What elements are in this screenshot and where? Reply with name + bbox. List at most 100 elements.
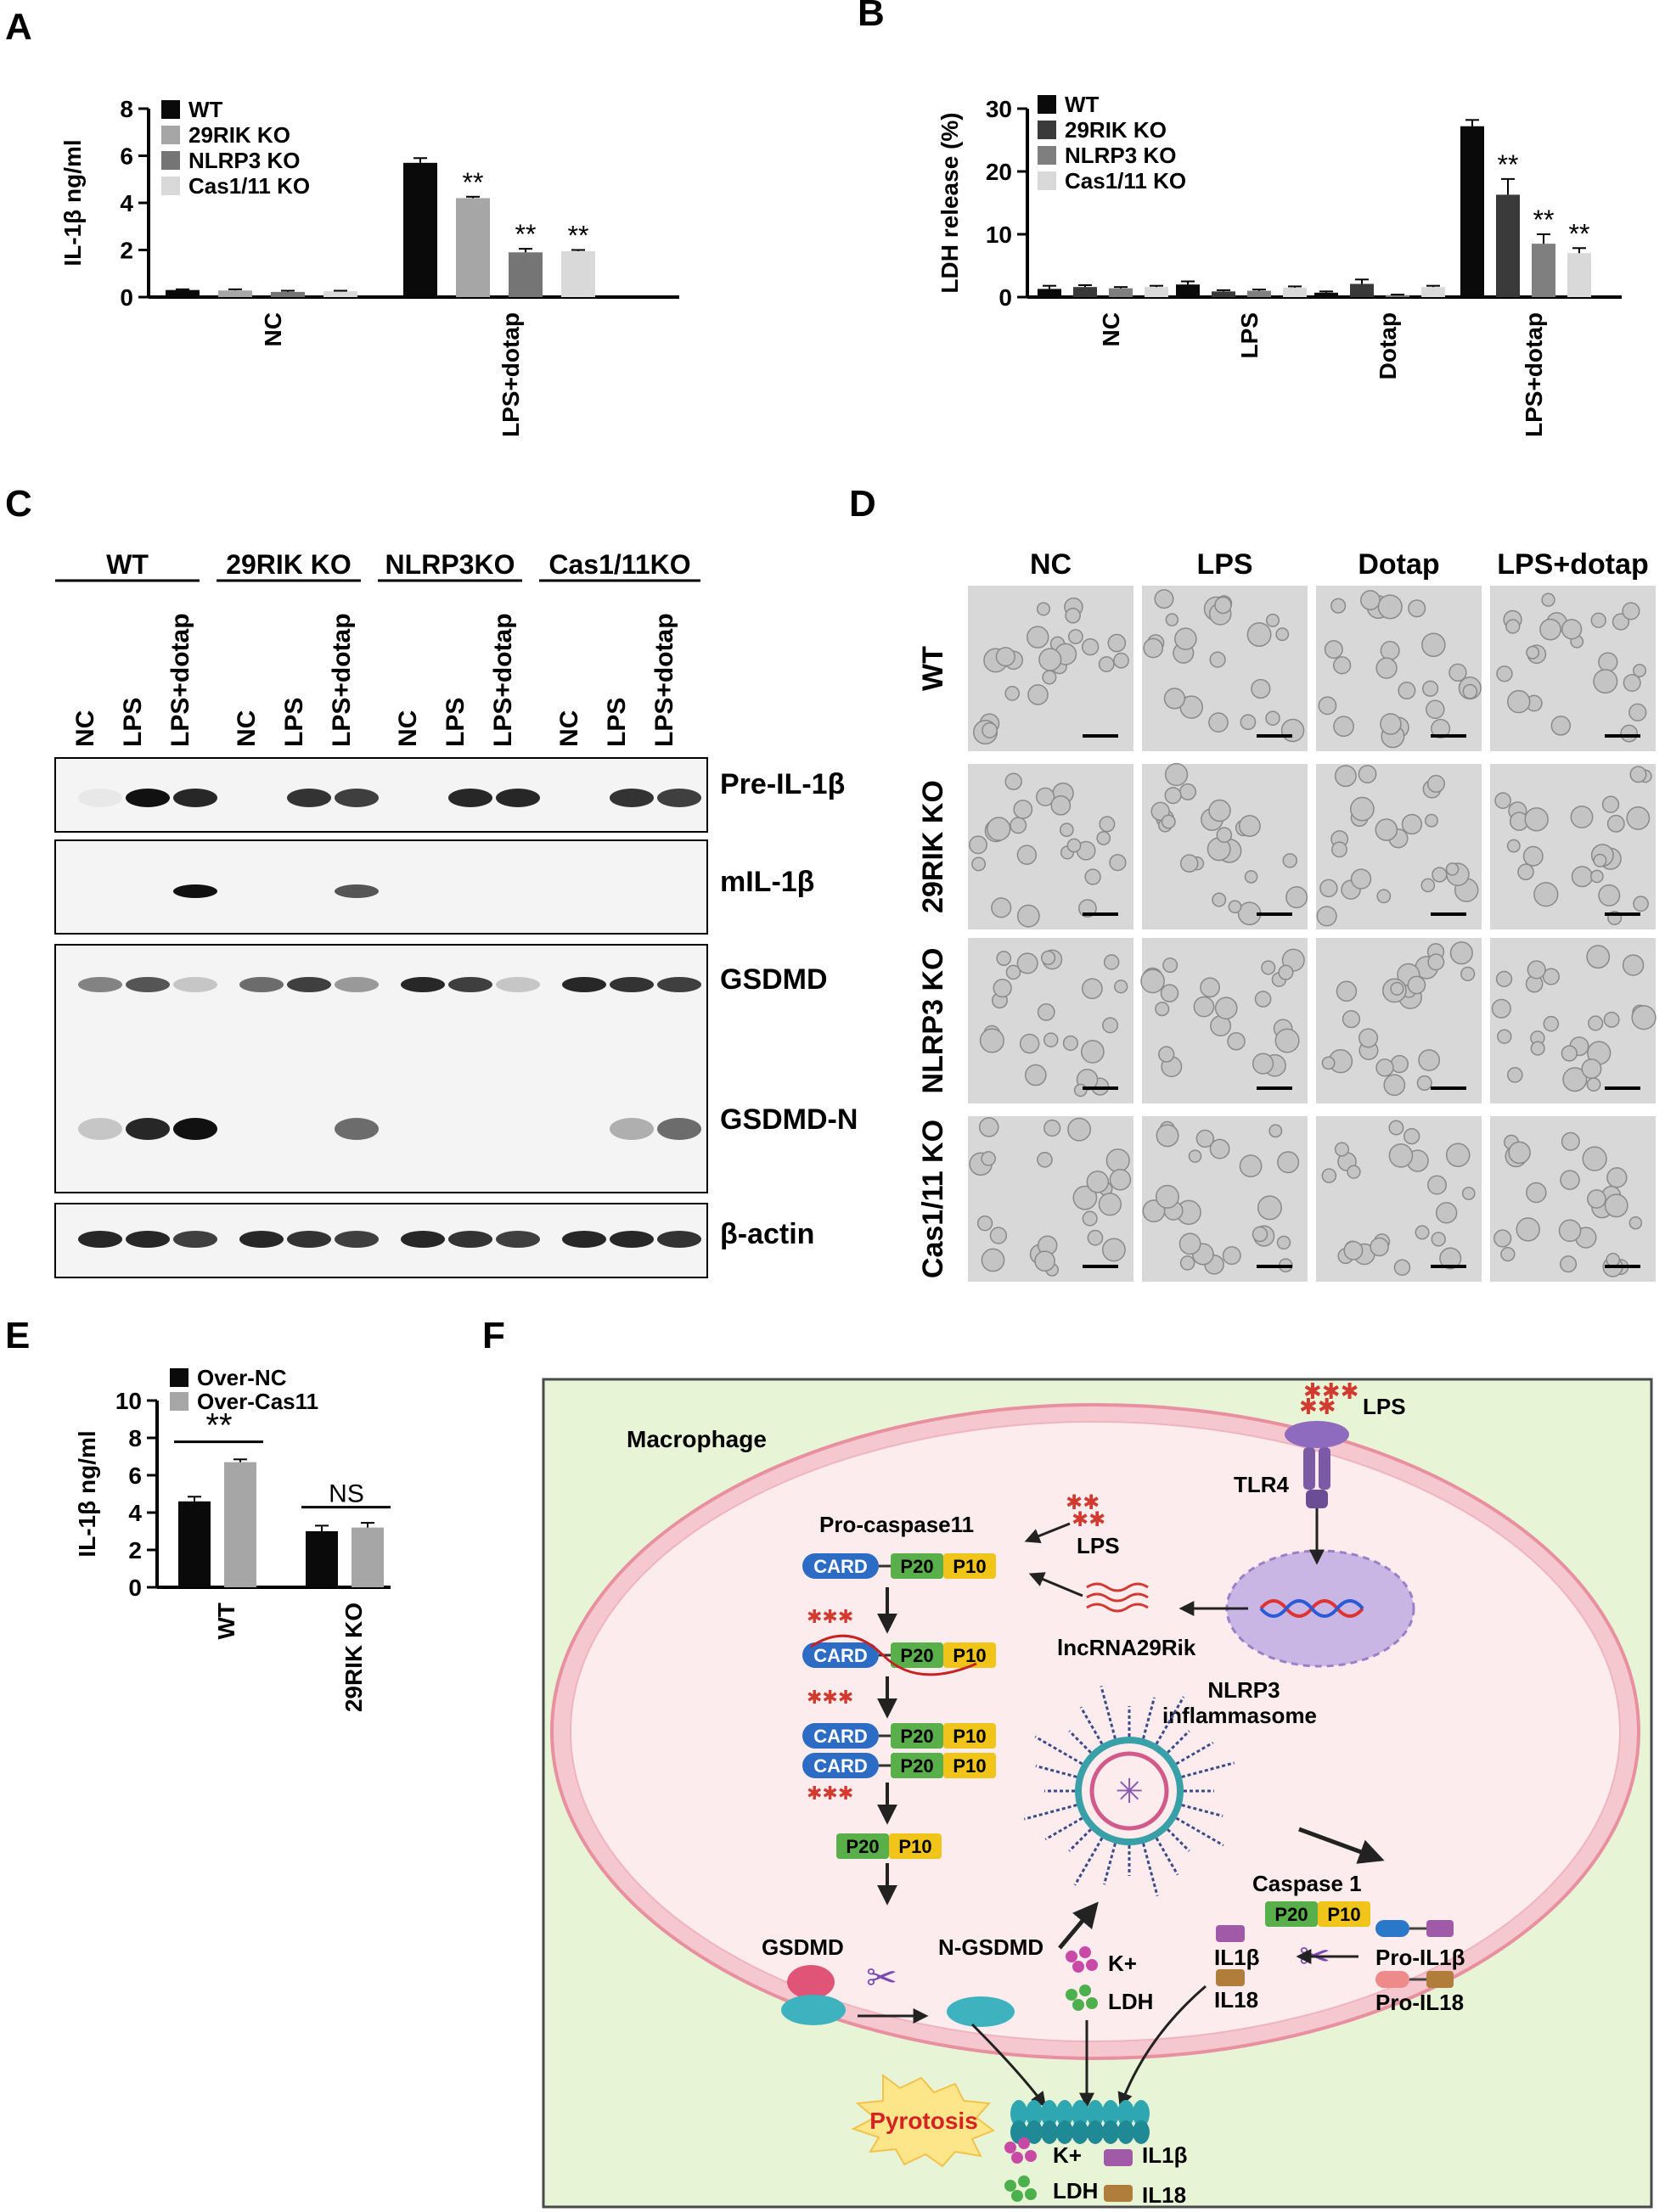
- cell: [1081, 1040, 1105, 1064]
- bar: [1567, 253, 1591, 297]
- dna-icon: [1259, 1599, 1364, 1618]
- cell: [1542, 968, 1560, 985]
- cell: [1227, 1031, 1246, 1051]
- y-axis-label: IL-1β ng/ml: [59, 139, 86, 266]
- bar: [271, 291, 305, 297]
- cell: [1098, 1193, 1122, 1216]
- cell: [1212, 892, 1227, 907]
- x-tick-label: NC: [260, 312, 286, 346]
- k-ion-outer-icon: [1004, 2137, 1037, 2164]
- pore-subunit: [1056, 2100, 1073, 2127]
- blot-band: [335, 1118, 379, 1140]
- cell: [1109, 1168, 1132, 1191]
- cell: [1013, 800, 1033, 819]
- cell: [1370, 1237, 1389, 1257]
- cell: [1432, 867, 1448, 883]
- cell: [1629, 766, 1647, 783]
- bar: [1350, 284, 1374, 297]
- blot-band: [657, 1118, 701, 1140]
- cell: [1375, 818, 1398, 841]
- pore-subunit: [1087, 2120, 1104, 2144]
- blot-band: [610, 1231, 654, 1248]
- bar: [1460, 126, 1484, 297]
- blot-band: [610, 789, 654, 807]
- nlrp3-spoke: [1079, 1706, 1104, 1745]
- cell: [1517, 863, 1534, 881]
- blot-label: GSDMD-N: [720, 1103, 858, 1136]
- cell: [1494, 792, 1511, 810]
- cell: [1073, 1083, 1088, 1098]
- inflammasome-label: inflammasome: [1162, 1703, 1317, 1728]
- p10-label: P10: [953, 1726, 986, 1747]
- cell: [1214, 596, 1232, 615]
- blot-band: [657, 789, 701, 807]
- cell: [1445, 862, 1460, 876]
- x-tick-label: 29RIK KO: [340, 1603, 367, 1712]
- p20-domain: [891, 1553, 943, 1579]
- significance-label: **: [463, 167, 484, 198]
- nlrp3-spoke: [1167, 1828, 1190, 1852]
- cell: [1586, 1077, 1601, 1092]
- cell: [1107, 633, 1127, 653]
- cell: [1109, 854, 1127, 872]
- cell: [1493, 1229, 1512, 1248]
- cell: [1416, 1075, 1432, 1091]
- cell: [1101, 1238, 1126, 1262]
- cell: [1035, 787, 1055, 806]
- legend-swatch: [1038, 121, 1056, 139]
- cell: [1065, 607, 1081, 624]
- cell: [1543, 1015, 1560, 1032]
- cell: [1560, 1255, 1578, 1273]
- cell: [1208, 712, 1229, 733]
- pro-il18-label: Pro-IL18: [1375, 1990, 1464, 2015]
- y-tick-label: 0: [120, 284, 133, 311]
- lane-label: LPS+dotap: [650, 613, 678, 747]
- pro-il18-icon: [1375, 1971, 1454, 1988]
- bar: [1109, 288, 1133, 297]
- blot-band: [496, 977, 540, 992]
- cell: [1278, 964, 1294, 980]
- cell: [1102, 1017, 1119, 1034]
- cell: [1524, 807, 1549, 832]
- cell: [1274, 1028, 1300, 1053]
- cell: [1208, 799, 1231, 822]
- pore-subunit: [1041, 2100, 1058, 2127]
- cell: [1506, 839, 1521, 853]
- cell: [1244, 870, 1258, 884]
- micrograph-column-label: Dotap: [1358, 548, 1439, 581]
- cell: [1027, 626, 1049, 648]
- cell: [1526, 645, 1540, 660]
- p20-label: P20: [846, 1836, 879, 1857]
- cell: [1036, 602, 1051, 616]
- cell: [1588, 1015, 1604, 1031]
- blot-band: [126, 789, 170, 807]
- y-tick-label: 20: [986, 159, 1012, 185]
- cell: [1558, 1219, 1582, 1243]
- cell: [1037, 1002, 1055, 1021]
- y-axis-label: IL-1β ng/ml: [74, 1430, 100, 1557]
- p20-label: P20: [1274, 1904, 1308, 1925]
- cell: [1343, 1240, 1364, 1260]
- cell: [1598, 884, 1621, 907]
- blot-band: [173, 884, 217, 898]
- cell: [1628, 703, 1647, 721]
- cell: [1154, 589, 1174, 609]
- cell: [1268, 1124, 1283, 1138]
- cell: [1418, 1049, 1441, 1071]
- western-group-label: NLRP3KO: [385, 549, 515, 580]
- pore-subunit: [1102, 2120, 1119, 2144]
- cell: [1426, 1175, 1448, 1195]
- cell: [1103, 954, 1120, 970]
- lps-cluster-icon: ✱✱✱: [807, 1606, 853, 1627]
- cell: [1257, 1195, 1282, 1221]
- blot-label: mIL-1β: [720, 866, 814, 898]
- nlrp3-spoke: [1034, 1735, 1083, 1766]
- cell: [1164, 787, 1182, 805]
- cell: [1495, 970, 1513, 988]
- card-domain: [802, 1642, 879, 1668]
- cell: [1163, 688, 1186, 710]
- pyroptosis-label: Pyrotosis: [869, 2108, 978, 2134]
- cell: [996, 951, 1012, 966]
- legend-swatch: [161, 177, 180, 195]
